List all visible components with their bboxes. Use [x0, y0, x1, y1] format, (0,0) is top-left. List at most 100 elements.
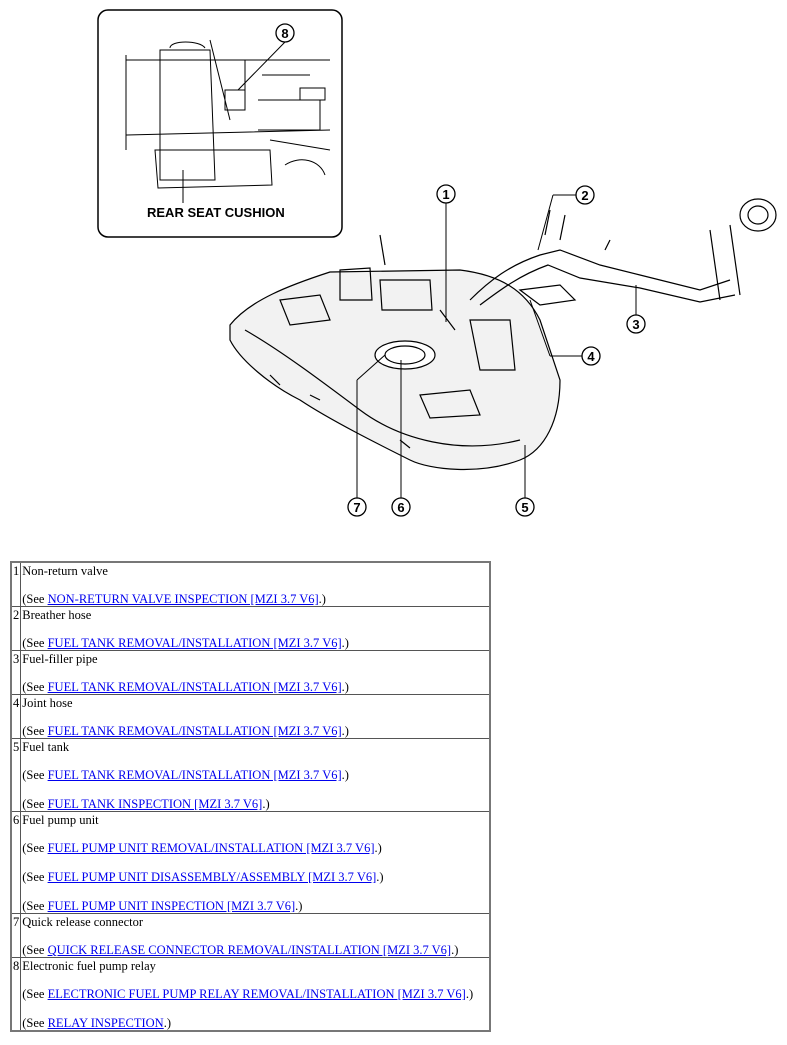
callout-8: 8 [275, 23, 295, 43]
reference-suffix: .) [262, 797, 270, 811]
reference-suffix: .) [318, 592, 326, 606]
callout-2: 2 [537, 185, 595, 251]
part-details: Breather hose (See FUEL TANK REMOVAL/INST… [20, 606, 491, 651]
reference-prefix: (See [22, 592, 48, 606]
reference-link[interactable]: QUICK RELEASE CONNECTOR REMOVAL/INSTALLA… [47, 943, 452, 957]
reference-line: (See FUEL TANK REMOVAL/INSTALLATION [MZI… [22, 768, 488, 782]
callout-5: 5 [515, 445, 535, 517]
reference-prefix: (See [22, 899, 48, 913]
reference-line: (See NON-RETURN VALVE INSPECTION [MZI 3.… [22, 592, 488, 606]
reference-prefix: (See [22, 797, 48, 811]
reference-link[interactable]: RELAY INSPECTION [47, 1016, 164, 1030]
reference-line: (See FUEL TANK REMOVAL/INSTALLATION [MZI… [22, 636, 488, 650]
callout-1: 1 [436, 184, 456, 322]
part-details: Fuel-filler pipe (See FUEL TANK REMOVAL/I… [20, 650, 491, 695]
part-name: Joint hose [22, 696, 73, 710]
reference-suffix: .) [341, 724, 349, 738]
reference-prefix: (See [22, 768, 48, 782]
reference-suffix: .) [451, 943, 459, 957]
reference-suffix: .) [341, 680, 349, 694]
reference-link[interactable]: FUEL TANK REMOVAL/INSTALLATION [MZI 3.7 … [47, 724, 342, 738]
reference-suffix: .) [374, 841, 382, 855]
svg-text:7: 7 [353, 500, 360, 515]
part-number: 8 [10, 957, 22, 1032]
part-details: Non-return valve (See NON-RETURN VALVE IN… [20, 561, 491, 607]
reference-line: (See QUICK RELEASE CONNECTOR REMOVAL/INS… [22, 943, 488, 957]
reference-suffix: .) [341, 768, 349, 782]
svg-text:1: 1 [442, 187, 449, 202]
reference-link[interactable]: ELECTRONIC FUEL PUMP RELAY REMOVAL/INSTA… [47, 987, 466, 1001]
reference-link[interactable]: FUEL TANK REMOVAL/INSTALLATION [MZI 3.7 … [47, 636, 342, 650]
inset-caption: REAR SEAT CUSHION [147, 205, 285, 220]
part-number: 1 [10, 561, 22, 607]
reference-link[interactable]: FUEL PUMP UNIT INSPECTION [MZI 3.7 V6] [47, 899, 296, 913]
part-details: Quick release connector (See QUICK RELEAS… [20, 913, 491, 958]
part-details: Fuel tank (See FUEL TANK REMOVAL/INSTALLA… [20, 738, 491, 812]
part-name: Fuel pump unit [22, 813, 99, 827]
part-name: Electronic fuel pump relay [22, 959, 156, 973]
part-number: 7 [10, 913, 22, 958]
reference-prefix: (See [22, 841, 48, 855]
reference-prefix: (See [22, 987, 48, 1001]
reference-line: (See ELECTRONIC FUEL PUMP RELAY REMOVAL/… [22, 987, 488, 1001]
reference-prefix: (See [22, 724, 48, 738]
reference-link[interactable]: NON-RETURN VALVE INSPECTION [MZI 3.7 V6] [47, 592, 319, 606]
part-number: 5 [10, 738, 22, 812]
part-name: Fuel-filler pipe [22, 652, 98, 666]
part-number: 4 [10, 694, 22, 739]
part-name: Non-return valve [22, 564, 108, 578]
fuel-tank-drawing [229, 198, 777, 471]
reference-link[interactable]: FUEL TANK REMOVAL/INSTALLATION [MZI 3.7 … [47, 768, 342, 782]
reference-prefix: (See [22, 680, 48, 694]
reference-suffix: .) [295, 899, 303, 913]
part-details: Fuel pump unit (See FUEL PUMP UNIT REMOVA… [20, 811, 491, 914]
reference-prefix: (See [22, 870, 48, 884]
part-number: 6 [10, 811, 22, 914]
reference-prefix: (See [22, 943, 48, 957]
reference-link[interactable]: FUEL TANK INSPECTION [MZI 3.7 V6] [47, 797, 263, 811]
callout-3: 3 [626, 285, 646, 334]
fuel-system-diagram: REAR SEAT CUSHION 1 2 3 [97, 9, 777, 517]
reference-line: (See FUEL TANK INSPECTION [MZI 3.7 V6].) [22, 797, 488, 811]
reference-link[interactable]: FUEL PUMP UNIT DISASSEMBLY/ASSEMBLY [MZI… [47, 870, 377, 884]
reference-link[interactable]: FUEL TANK REMOVAL/INSTALLATION [MZI 3.7 … [47, 680, 342, 694]
svg-text:3: 3 [632, 317, 639, 332]
part-name: Breather hose [22, 608, 92, 622]
reference-line: (See FUEL TANK REMOVAL/INSTALLATION [MZI… [22, 680, 488, 694]
rear-seat-inset: REAR SEAT CUSHION [97, 9, 343, 238]
reference-prefix: (See [22, 1016, 48, 1030]
reference-suffix: .) [163, 1016, 171, 1030]
svg-text:6: 6 [397, 500, 404, 515]
callout-6: 6 [391, 360, 411, 517]
svg-text:2: 2 [581, 188, 588, 203]
reference-line: (See FUEL PUMP UNIT DISASSEMBLY/ASSEMBLY… [22, 870, 488, 884]
reference-link[interactable]: FUEL PUMP UNIT REMOVAL/INSTALLATION [MZI… [47, 841, 375, 855]
callout-4: 4 [529, 299, 601, 366]
svg-text:8: 8 [281, 26, 288, 41]
part-number: 2 [10, 606, 22, 651]
reference-prefix: (See [22, 636, 48, 650]
reference-line: (See RELAY INSPECTION.) [22, 1016, 488, 1030]
reference-suffix: .) [341, 636, 349, 650]
part-number: 3 [10, 650, 22, 695]
reference-suffix: .) [465, 987, 474, 1001]
reference-suffix: .) [376, 870, 384, 884]
reference-line: (See FUEL TANK REMOVAL/INSTALLATION [MZI… [22, 724, 488, 738]
part-name: Quick release connector [22, 915, 144, 929]
part-details: Electronic fuel pump relay (See ELECTRONI… [20, 957, 491, 1032]
part-details: Joint hose (See FUEL TANK REMOVAL/INSTALL… [20, 694, 491, 739]
reference-line: (See FUEL PUMP UNIT INSPECTION [MZI 3.7 … [22, 899, 488, 913]
svg-text:4: 4 [587, 349, 595, 364]
callout-7: 7 [347, 354, 386, 517]
part-name: Fuel tank [22, 740, 70, 754]
